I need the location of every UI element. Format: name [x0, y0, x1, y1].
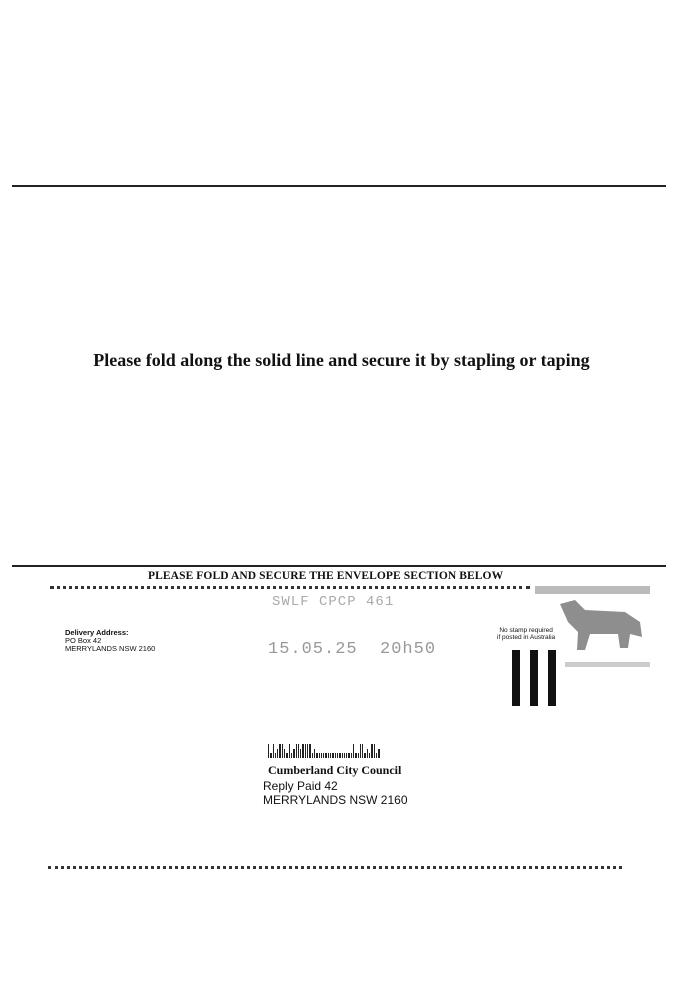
middle-fold-line	[12, 565, 666, 567]
barcode-bar	[343, 753, 346, 758]
barcode-bar	[346, 753, 348, 758]
envelope-fold-notice: PLEASE FOLD AND SECURE THE ENVELOPE SECT…	[148, 570, 504, 582]
barcode-bar	[313, 749, 316, 758]
barcode-bar	[330, 753, 332, 758]
barcode-bar	[355, 753, 357, 758]
barcode-bar	[369, 753, 371, 758]
barcode-bar	[286, 753, 288, 758]
delivery-line1: PO Box 42	[65, 636, 102, 645]
fold-instruction: Please fold along the solid line and sec…	[93, 350, 590, 370]
postmark-date: 15.05.25	[268, 640, 358, 659]
barcode-bar	[332, 753, 334, 758]
barcode-bar	[288, 744, 290, 758]
barcode-bar	[316, 753, 318, 758]
barcode-bar	[325, 753, 327, 758]
barcode-bar	[302, 744, 304, 758]
barcode-bar	[307, 744, 309, 758]
postmark-datetime: 15.05.25 20h50	[268, 640, 436, 659]
recipient-line1: Reply Paid 42	[263, 779, 338, 793]
barcode-bar	[327, 753, 330, 758]
barcode-bar	[318, 753, 320, 758]
barcode-bar	[293, 749, 295, 758]
barcode-bar	[290, 753, 293, 758]
barcode-bar	[274, 753, 277, 758]
barcode-bar	[362, 744, 364, 758]
recipient-name: Cumberland City Council	[268, 763, 402, 777]
barcode-bar	[277, 749, 279, 758]
barcode-bar	[366, 749, 369, 758]
barcode-bar	[309, 744, 311, 758]
barcode-bar	[341, 753, 343, 758]
barcode-bar	[281, 744, 284, 758]
postage-paid-dog-logo-icon	[535, 586, 650, 667]
recipient-address: Reply Paid 42 MERRYLANDS NSW 2160	[263, 779, 408, 807]
postal-barcode	[268, 744, 380, 758]
barcode-bar	[270, 753, 272, 758]
barcode-bar	[348, 753, 350, 758]
barcode-bar	[295, 744, 297, 758]
barcode-bar	[339, 753, 341, 758]
dotted-cut-line-top	[50, 586, 530, 589]
barcode-bar	[364, 753, 366, 758]
no-stamp-line1: No stamp required	[499, 627, 553, 634]
barcode-bar	[334, 753, 336, 758]
barcode-bar	[336, 753, 339, 758]
barcode-bar	[304, 744, 307, 758]
recipient-line2: MERRYLANDS NSW 2160	[263, 793, 408, 807]
barcode-bar	[297, 744, 300, 758]
barcode-bar	[352, 744, 355, 758]
barcode-bar	[375, 753, 378, 758]
postmark-code: SWLF CPCP 461	[272, 594, 395, 610]
no-stamp-notice: No stamp required if posted in Australia	[497, 627, 555, 641]
postmark-time: 20h50	[380, 640, 437, 659]
barcode-bar	[371, 744, 373, 758]
no-stamp-line2: if posted in Australia	[497, 634, 556, 641]
barcode-bar	[320, 753, 323, 758]
barcode-bar	[272, 744, 274, 758]
barcode-bar	[359, 744, 362, 758]
barcode-bar	[350, 753, 352, 758]
barcode-bar	[373, 744, 375, 758]
barcode-bar	[284, 749, 286, 758]
barcode-bar	[311, 753, 313, 758]
top-fold-line	[12, 185, 666, 187]
dotted-cut-line-bottom	[48, 866, 622, 869]
delivery-line2: MERRYLANDS NSW 2160	[65, 644, 156, 653]
barcode-bar	[378, 749, 380, 758]
barcode-bar	[300, 749, 302, 758]
barcode-bar	[279, 744, 281, 758]
delivery-label: Delivery Address:	[65, 628, 129, 637]
barcode-bar	[357, 753, 359, 758]
barcode-bar	[323, 753, 325, 758]
fim-bars	[512, 650, 556, 706]
delivery-address: Delivery Address: PO Box 42 MERRYLANDS N…	[65, 629, 155, 653]
barcode-bar	[268, 744, 270, 758]
